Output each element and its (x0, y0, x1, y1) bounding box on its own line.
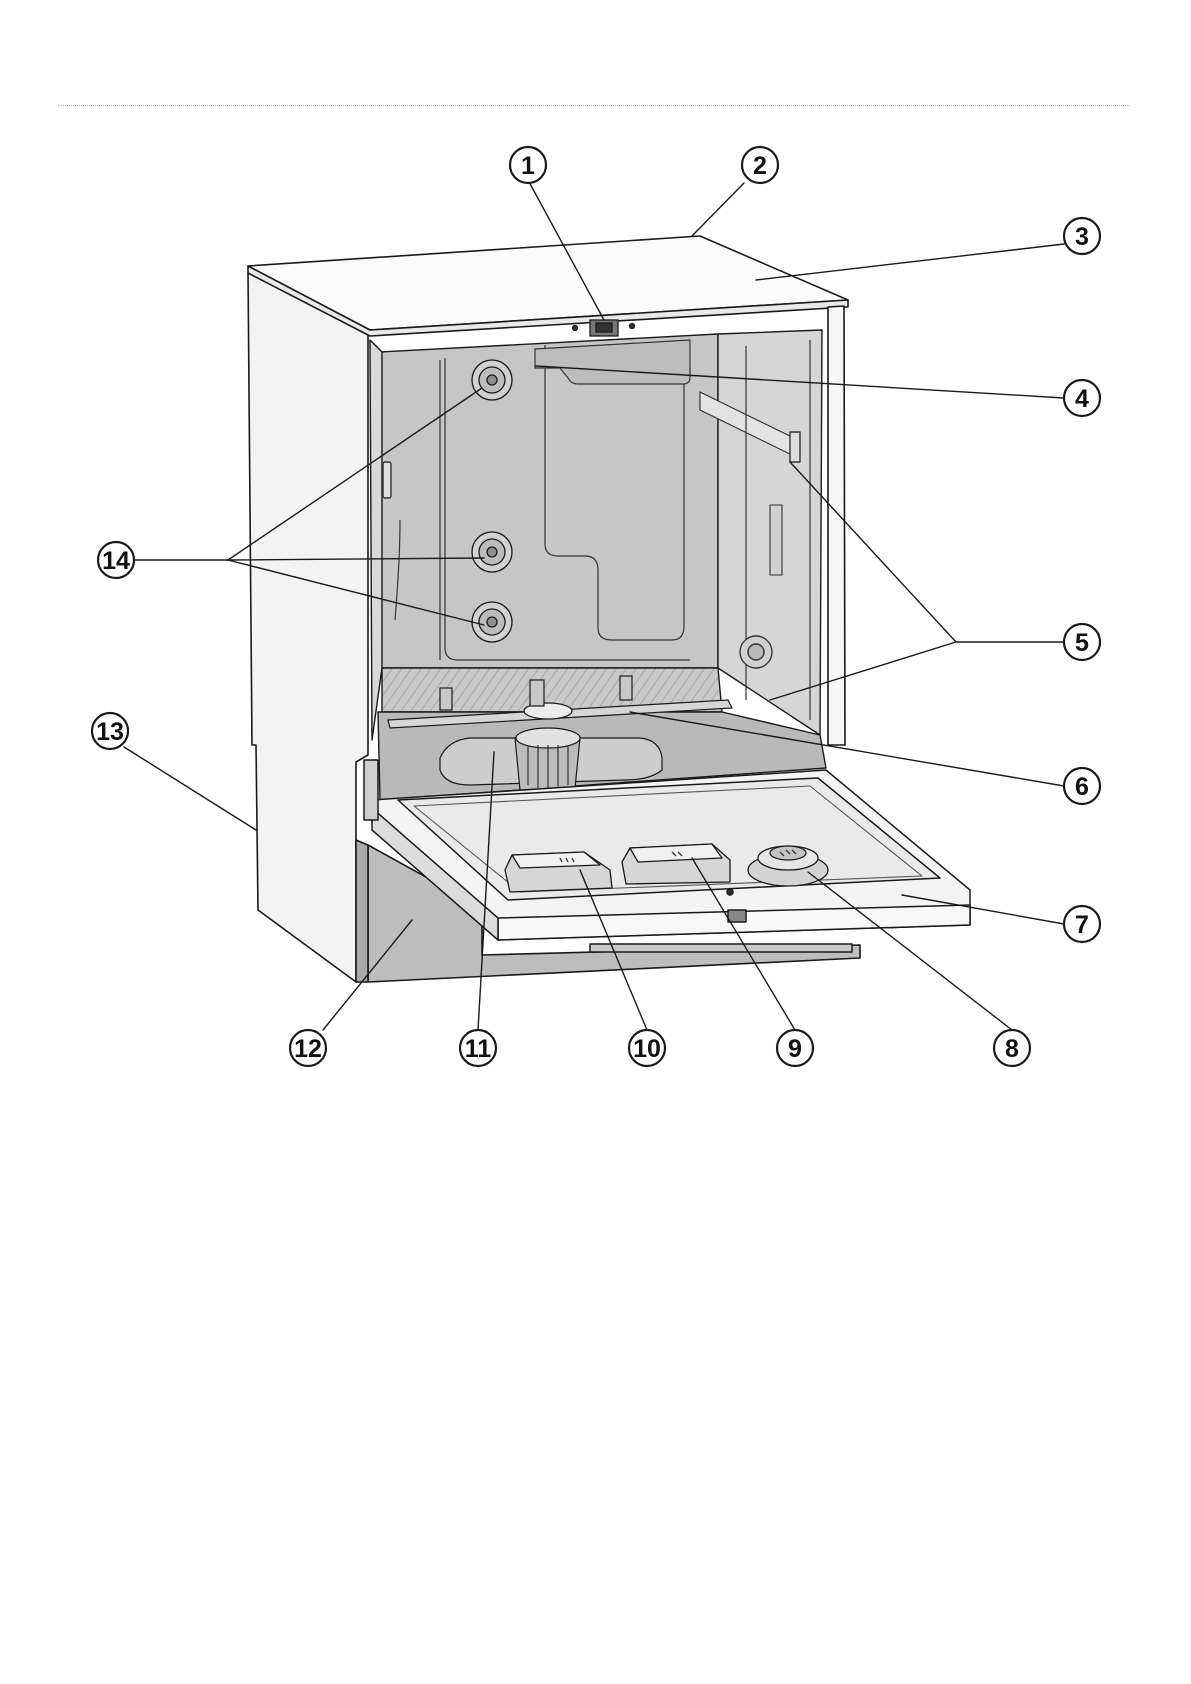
cabinet-side-panel (248, 273, 368, 982)
callout-5: 5 (1064, 624, 1100, 660)
callout-number: 9 (788, 1035, 802, 1063)
callout-number: 4 (1075, 385, 1089, 413)
callout-3: 3 (1064, 218, 1100, 254)
callout-number: 14 (102, 547, 130, 575)
callout-7: 7 (1064, 906, 1100, 942)
callout-6: 6 (1064, 768, 1100, 804)
callout-number: 8 (1005, 1035, 1019, 1063)
spray-nozzle-top (472, 360, 512, 400)
wash-cabinet-interior (370, 330, 826, 800)
callout-number: 6 (1075, 773, 1089, 801)
callout-8: 8 (994, 1030, 1030, 1066)
callout-13: 13 (92, 713, 128, 749)
leader-3 (756, 244, 1064, 280)
spray-nozzle-bottom (472, 602, 512, 642)
callout-number: 5 (1075, 629, 1089, 657)
callout-2: 2 (742, 147, 778, 183)
callout-4: 4 (1064, 380, 1100, 416)
cabinet-latch (383, 462, 391, 498)
callout-number: 2 (753, 152, 767, 180)
callout-number: 7 (1075, 911, 1089, 939)
spray-nozzle-middle (472, 532, 512, 572)
callout-number: 1 (521, 152, 535, 180)
callout-9: 9 (777, 1030, 813, 1066)
callout-12: 12 (290, 1030, 326, 1066)
callout-14: 14 (98, 542, 134, 578)
callout-number: 13 (96, 718, 124, 746)
callout-10: 10 (629, 1030, 665, 1066)
leader-2 (692, 183, 744, 236)
callout-number: 3 (1075, 223, 1089, 251)
dispenser-right (622, 844, 730, 884)
interior-left-wall (370, 340, 382, 740)
leader-13 (124, 747, 256, 830)
callout-number: 11 (465, 1035, 492, 1063)
callout-11: 11 (460, 1030, 496, 1066)
callout-number: 10 (633, 1035, 661, 1063)
callout-number: 12 (294, 1035, 322, 1063)
callout-1: 1 (510, 147, 546, 183)
plinth-left (356, 840, 368, 982)
